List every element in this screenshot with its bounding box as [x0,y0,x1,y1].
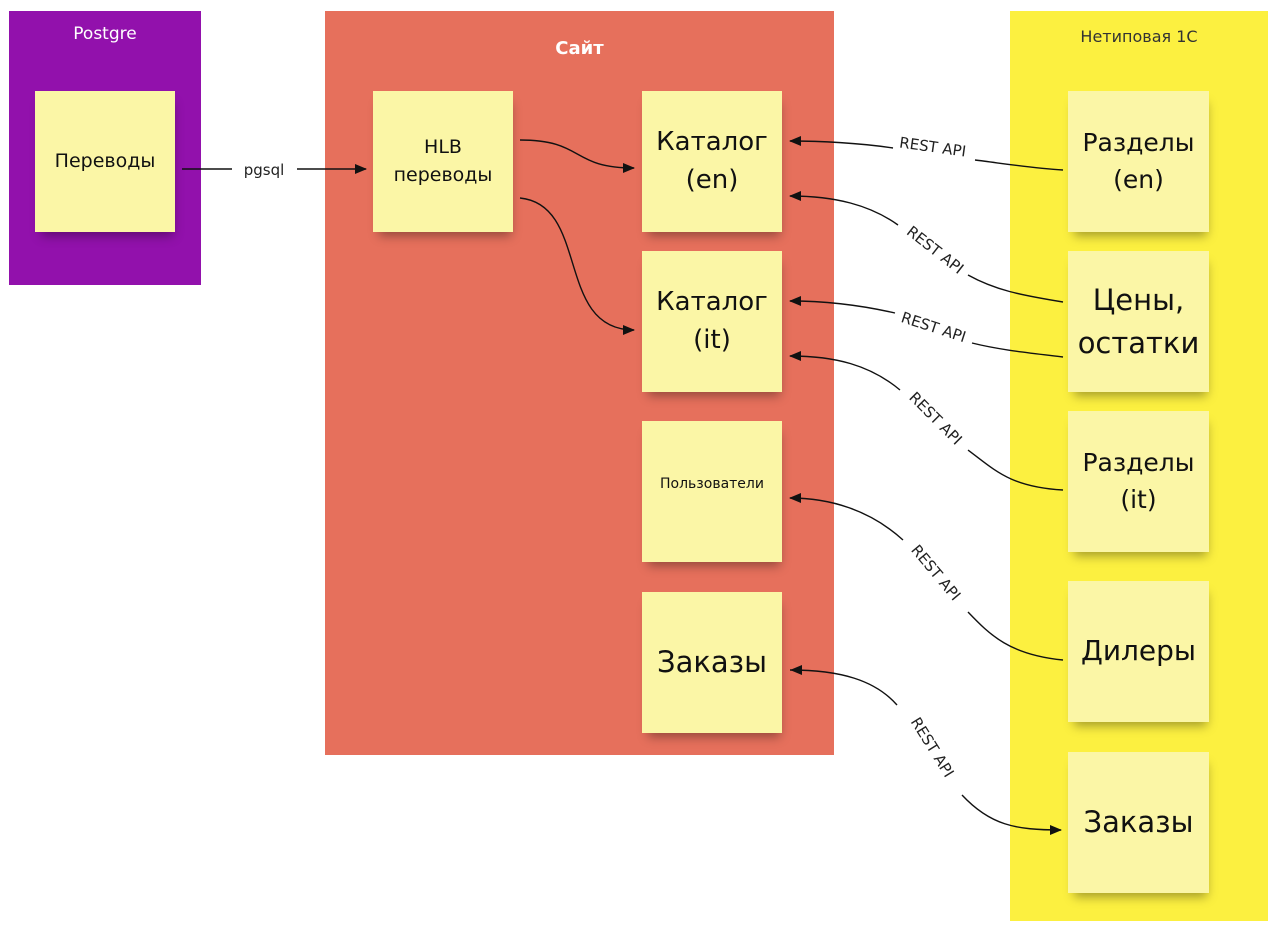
note-users[interactable]: Пользователи [642,421,782,562]
note-hlb[interactable]: HLB переводы [373,91,513,232]
edge-pgsql-label: pgsql [244,161,285,179]
edge-rest6-label: REST API [907,714,958,780]
note-orders-1c-label: Заказы [1083,805,1194,840]
note-hlb-label: HLB переводы [393,135,493,186]
note-prices-label: Цены, остатки [1077,283,1200,360]
edge-rest5-label: REST API [907,541,964,604]
onec-frame-title: Нетиповая 1С [1080,27,1198,46]
edge-rest3-label: REST API [899,308,968,346]
edge-rest4-label: REST API [905,388,965,448]
site-frame-title: Сайт [555,38,604,59]
edge-rest2-label: REST API [903,222,967,277]
note-orders-site[interactable]: Заказы [642,592,782,733]
edge-rest1-label: REST API [898,133,967,160]
note-dealers[interactable]: Дилеры [1068,581,1209,722]
note-sections-en-label: Разделы (en) [1082,128,1195,194]
note-sections-it-label: Разделы (it) [1082,448,1195,514]
postgre-frame-title: Postgre [73,24,137,44]
note-orders-site-label: Заказы [657,645,767,680]
note-sections-it[interactable]: Разделы (it) [1068,411,1209,552]
note-catalog-en-label: Каталог (en) [656,126,768,195]
note-prices[interactable]: Цены, остатки [1068,251,1209,392]
note-perevody[interactable]: Переводы [35,91,175,232]
note-catalog-it-label: Каталог (it) [656,286,768,355]
note-orders-1c[interactable]: Заказы [1068,752,1209,893]
note-sections-en[interactable]: Разделы (en) [1068,91,1209,232]
note-catalog-en[interactable]: Каталог (en) [642,91,782,232]
note-dealers-label: Дилеры [1080,634,1197,668]
note-users-label: Пользователи [660,476,764,493]
note-catalog-it[interactable]: Каталог (it) [642,251,782,392]
note-perevody-label: Переводы [54,149,156,172]
